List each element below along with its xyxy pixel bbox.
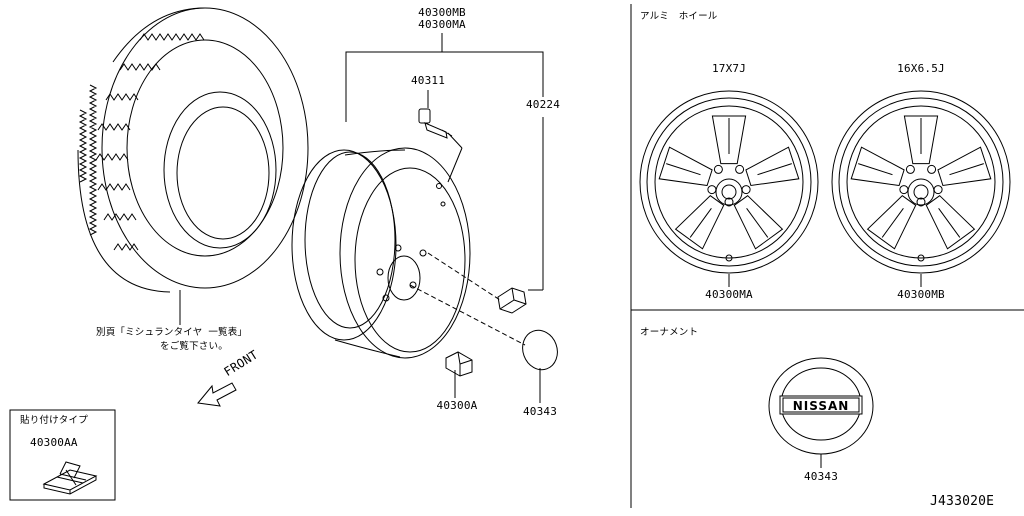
alloy-spoke-split <box>689 208 712 238</box>
alloy-lug-hole <box>741 185 751 195</box>
inset-title: 貼り付けタイプ <box>20 415 88 426</box>
alloy-lug-hole <box>713 164 723 174</box>
callout-40343-cap: 40343 <box>522 405 558 418</box>
alloy-lug-hole <box>916 197 926 207</box>
alloy-spoke <box>658 146 713 187</box>
alloy-part-40300mb: 40300MB <box>897 288 945 301</box>
panel-dividers <box>630 4 1024 508</box>
alloy-valve-hole <box>917 254 925 262</box>
alloy-spoke-split <box>757 163 792 176</box>
alloy-spoke <box>733 195 784 250</box>
alloy-lug-hole <box>899 185 909 195</box>
callout-40300a: 40300A <box>436 399 478 412</box>
alloy-lug-hole <box>724 197 734 207</box>
alloy-spoke-split <box>858 163 893 176</box>
alloy-part-40300ma: 40300MA <box>705 288 753 301</box>
alloy-size-16x6-5j: 16X6.5J <box>897 62 945 75</box>
valve-drawing <box>418 108 453 139</box>
inset-part-40300aa: 40300AA <box>30 436 78 449</box>
callout-40311: 40311 <box>410 74 446 87</box>
alloy-spoke-split <box>881 208 904 238</box>
alloy-lug-hole <box>735 164 745 174</box>
tire-drawing <box>77 7 309 325</box>
alloy-size-17x7j: 17X7J <box>711 62 747 75</box>
alloy-lug-hole <box>905 164 915 174</box>
diagram-id: J433020E <box>930 494 995 509</box>
front-arrow-icon <box>197 382 237 407</box>
center-cap-drawing <box>522 329 558 371</box>
inset-box <box>9 409 116 501</box>
alloy-spoke-split <box>938 208 961 238</box>
alloy-spoke <box>866 195 917 250</box>
nissan-emblem-drawing: NISSAN <box>768 357 874 468</box>
nut-drawing <box>497 287 527 314</box>
callout-leaders <box>345 33 544 403</box>
alloy-spoke-split <box>666 163 701 176</box>
ornament-part-40343: 40343 <box>803 470 839 483</box>
alloy-wheel-16x6-5j-drawing <box>831 90 1011 287</box>
alloy-spoke-split <box>746 208 769 238</box>
alloy-spoke <box>903 115 939 165</box>
alloy-lug-hole <box>933 185 943 195</box>
alloy-wheel-17x7j-drawing <box>639 90 819 287</box>
emblem-nissan-text: NISSAN <box>793 399 850 413</box>
balance-weight-drawing <box>445 351 473 377</box>
callout-40300mb: 40300MB <box>418 6 466 19</box>
alloy-lug-hole <box>707 185 717 195</box>
alloy-spoke <box>711 115 747 165</box>
tire-note-line1: 別頁「ミシュランタイヤ 一覧表」 <box>96 327 248 338</box>
alloy-spoke <box>937 146 992 187</box>
alloy-spoke <box>674 195 725 250</box>
alloy-spoke <box>745 146 800 187</box>
alloy-spoke <box>850 146 905 187</box>
ornament-panel-title: オーナメント <box>640 327 699 338</box>
tire-note-line2: をご覧下さい。 <box>160 341 228 352</box>
alloy-lug-hole <box>927 164 937 174</box>
alloy-spoke-split <box>949 163 984 176</box>
alloy-valve-hole <box>725 254 733 262</box>
alloy-spoke <box>925 195 976 250</box>
callout-40300ma: 40300MA <box>418 18 466 31</box>
alloy-panel-title: アルミ ホイール <box>640 11 718 22</box>
callout-40224: 40224 <box>525 98 561 111</box>
steel-wheel-drawing <box>291 147 526 359</box>
